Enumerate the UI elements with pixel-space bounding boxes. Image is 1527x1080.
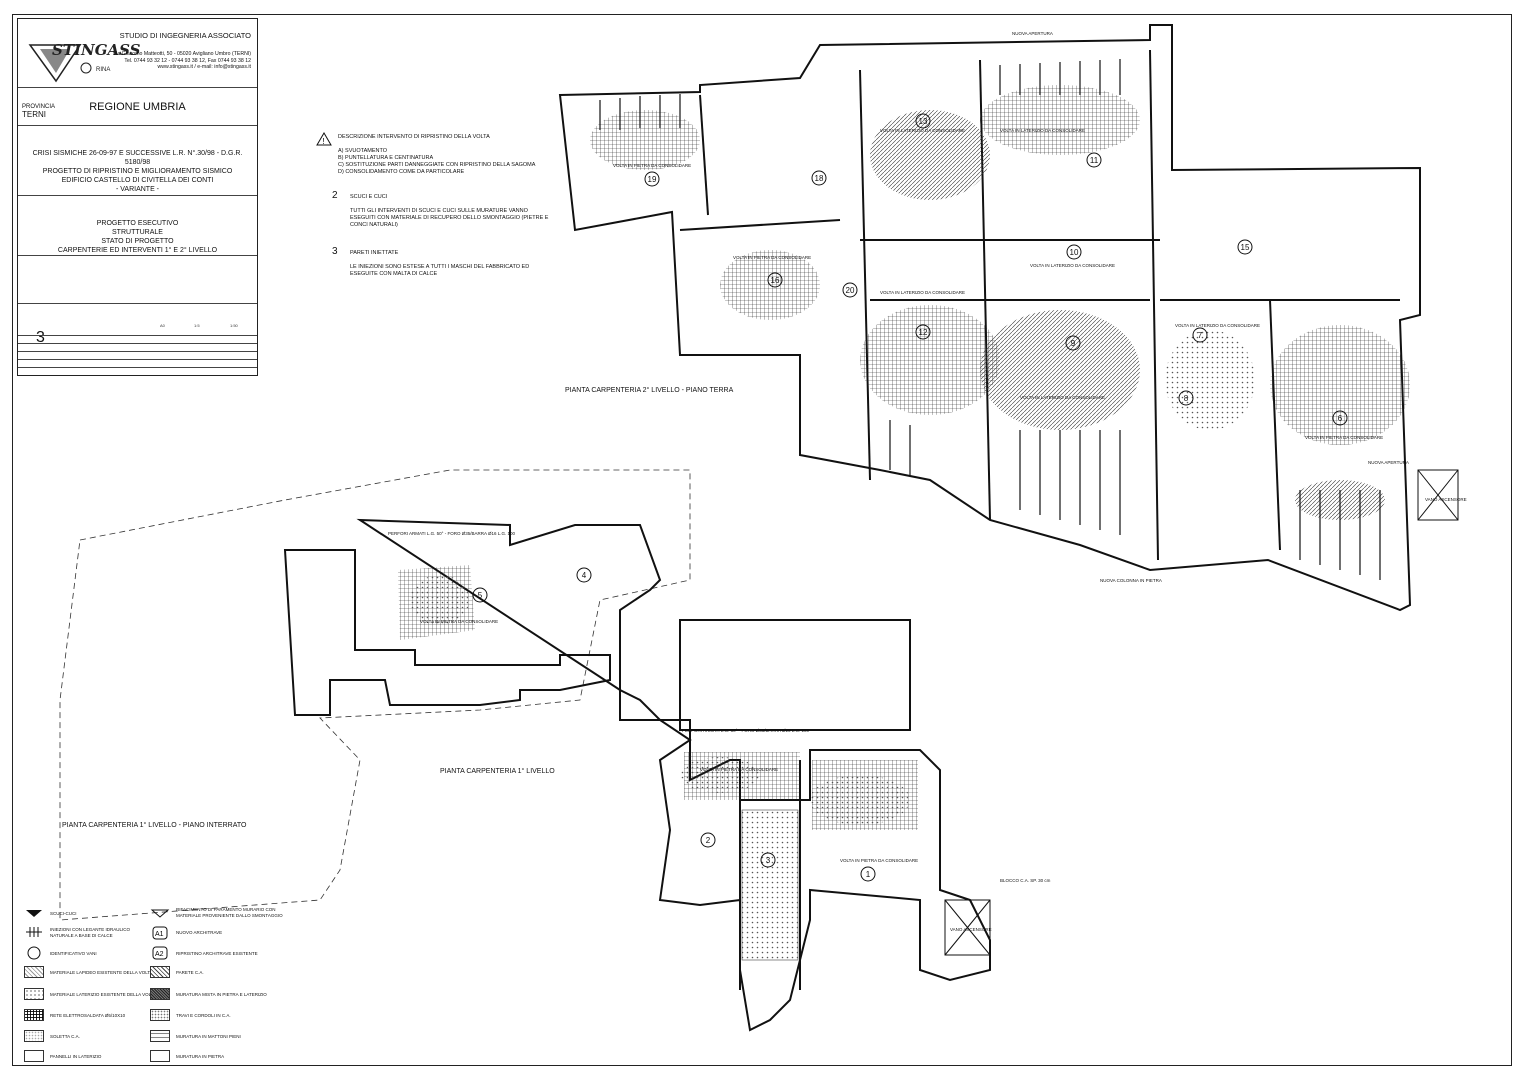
swatch-laterizio	[24, 988, 44, 1000]
swatch-travi-cordoli	[150, 1009, 170, 1021]
note-2: 2 SCUCI E CUCI TUTTI GLI INTERVENTI DI S…	[332, 190, 549, 229]
svg-text:15: 15	[1241, 243, 1250, 252]
label-volta-pietra: VOLTA IN PIETRA DA CONSOLIDARE	[420, 619, 499, 624]
studio-web: www.stingass.it / e-mail: info@stingass.…	[157, 64, 251, 70]
label-nuova-apertura: NUOVA APERTURA	[1368, 460, 1409, 465]
svg-text:6: 6	[1338, 414, 1343, 423]
label-volta-pietra: VOLTA IN PIETRA DA CONSOLIDARE	[840, 858, 919, 863]
drawing-sheet-border	[12, 14, 1512, 1066]
tavola-number: 3	[36, 329, 45, 346]
svg-text:10: 10	[1070, 248, 1079, 257]
warning-icon: !	[316, 132, 332, 146]
oggetto-description: PROGETTO ESECUTIVO STRUTTURALE STATO DI …	[57, 220, 218, 254]
label-nuova-colonna: NUOVA COLONNA IN PIETRA	[1100, 578, 1162, 583]
svg-text:9: 9	[1071, 339, 1076, 348]
svg-text:13: 13	[919, 117, 928, 126]
ripristino-architrave-icon: A2	[152, 946, 168, 960]
lower-plan-outline	[59, 469, 691, 921]
label-volta-laterizio: VOLTA IN LATERIZIO DA CONSOLIDARE	[1030, 263, 1116, 268]
label-perfori: PERFORI ARMATI L.G. 50° - FORO Ø35/BARRA…	[682, 728, 810, 733]
scuci-cuci-icon	[26, 910, 42, 917]
svg-text:A1: A1	[155, 931, 164, 938]
label-volta-pietra: VOLTA IN PIETRA DA CONSOLIDARE	[733, 255, 812, 260]
iniezioni-icon	[26, 927, 42, 937]
plan-title-lower-left: PIANTA CARPENTERIA 1° LIVELLO - PIANO IN…	[62, 822, 247, 829]
svg-text:5: 5	[478, 591, 483, 600]
label-volta-laterizio: VOLTA IN LATERIZIO DA CONSOLIDARE	[1000, 128, 1086, 133]
svg-text:2: 2	[706, 836, 711, 845]
title-block: STINGASS RINA STUDIO DI INGEGNERIA ASSOC…	[17, 18, 258, 376]
label-volta-laterizio: VOLTA IN LATERIZIO DA CONSOLIDARE	[1175, 323, 1261, 328]
lower-vault-hatches	[398, 469, 1459, 961]
label-perfori: PERFORI ARMATI L.G. 50° - FORO Ø35/BARRA…	[388, 531, 516, 536]
lavoro-description: CRISI SISMICHE 26-09-97 E SUCCESSIVE L.R…	[32, 150, 243, 193]
swatch-muratura-pietra	[150, 1050, 170, 1062]
svg-text:4: 4	[582, 571, 587, 580]
swatch-parete-ca	[150, 966, 170, 978]
scala: 1:50	[230, 323, 238, 328]
label-volta-laterizio: VOLTA IN LATERIZIO DA CONSOLIDARE	[1020, 395, 1106, 400]
scala-plot: 1:5	[194, 323, 200, 328]
note-1: ! DESCRIZIONE INTERVENTO DI RIPRISTINO D…	[316, 132, 558, 176]
room-numbers: 1 2 3 4 5 6 7 8 9 10 11 12 13 15 16 18 1…	[478, 117, 1343, 879]
svg-text:18: 18	[815, 174, 824, 183]
plan-title-upper: PIANTA CARPENTERIA 2° LIVELLO - PIANO TE…	[565, 387, 734, 394]
nuovo-architrave-icon: A1	[152, 926, 168, 940]
room-identifiers	[472, 113, 1348, 882]
svg-text:RINA: RINA	[96, 67, 110, 73]
svg-text:1: 1	[866, 870, 871, 879]
regione: REGIONE UMBRIA	[89, 101, 186, 113]
svg-text:20: 20	[846, 286, 855, 295]
svg-text:3: 3	[766, 856, 771, 865]
svg-text:A2: A2	[155, 951, 164, 958]
label-vano-ascensore: VANO ASCENSORE	[950, 927, 992, 932]
swatch-lapideo	[24, 966, 44, 978]
upper-plan	[558, 24, 1421, 612]
svg-text:8: 8	[1184, 394, 1189, 403]
stingass-logo: STINGASS RINA	[28, 41, 141, 83]
label-volta-pietra: VOLTA IN PIETRA DA CONSOLIDARE	[613, 163, 692, 168]
provincia: PROVINCIA TERNI	[22, 104, 56, 119]
label-vano-ascensore: VANO ASCENSORE	[1425, 497, 1467, 502]
swatch-muratura-mista	[150, 988, 170, 1000]
svg-text:11: 11	[1090, 156, 1099, 165]
upper-vault-hatches	[590, 85, 1410, 520]
studio-phone: Tel. 0744 93 32 12 - 0744 93 38 12, Fax …	[124, 57, 251, 64]
label-volta-pietra: VOLTA IN PIETRA DA CONSOLIDARE	[1305, 435, 1384, 440]
studio-name: STUDIO DI INGEGNERIA ASSOCIATO	[119, 31, 251, 40]
swatch-soletta	[24, 1030, 44, 1042]
svg-text:12: 12	[919, 328, 928, 337]
swatch-mattoni-pieni	[150, 1030, 170, 1042]
note-3: 3 PARETI INIETTATE LE INIEZIONI SONO EST…	[332, 246, 530, 278]
svg-text:16: 16	[771, 276, 780, 285]
rifacimento-icon	[150, 909, 170, 918]
upper-perfori-lines	[599, 59, 1381, 580]
swatch-rete	[24, 1009, 44, 1021]
svg-text:19: 19	[648, 175, 657, 184]
label-blocco: BLOCCO C.A. SP. 30 cm	[1000, 878, 1051, 883]
studio-address: Via Giacomo Matteotti, 50 - 05020 Avigli…	[112, 51, 251, 57]
svg-text:STINGASS: STINGASS	[52, 41, 141, 59]
svg-text:7: 7	[1198, 331, 1203, 340]
room-identifier-icon	[27, 946, 41, 960]
label-volta-laterizio: VOLTA IN LATERIZIO DA CONSOLIDARE	[880, 128, 966, 133]
label-volta-pietra: VOLTA IN PIETRA DA CONSOLIDARE	[700, 767, 779, 772]
studio-info: STUDIO DI INGEGNERIA ASSOCIATO Via Giaco…	[113, 31, 251, 71]
svg-text:!: !	[323, 137, 325, 146]
formato: A0	[160, 323, 165, 328]
swatch-pannelli	[24, 1050, 44, 1062]
label-nuova-apertura: NUOVA APERTURA	[1012, 31, 1053, 36]
label-volta-laterizio: VOLTA IN LATERIZIO DA CONSOLIDARE	[880, 290, 966, 295]
plan-title-lower: PIANTA CARPENTERIA 1° LIVELLO	[440, 768, 555, 775]
